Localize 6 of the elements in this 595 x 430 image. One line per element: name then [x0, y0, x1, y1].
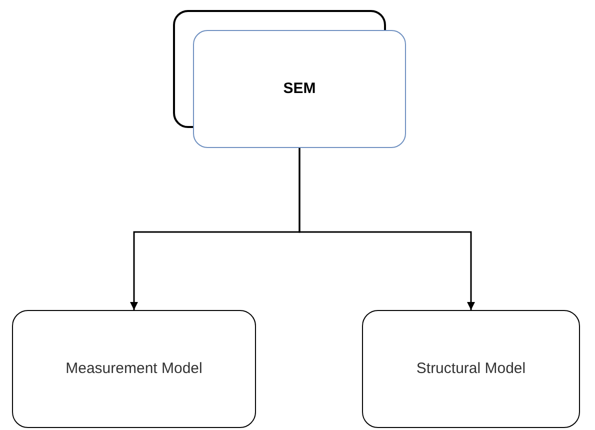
process-box [12, 310, 256, 428]
node-label: Structural Model [416, 358, 526, 379]
node-label: Measurement Model [66, 358, 202, 379]
process-box [362, 310, 580, 428]
node-label: SEM [282, 78, 316, 99]
arrow [298, 148, 475, 310]
